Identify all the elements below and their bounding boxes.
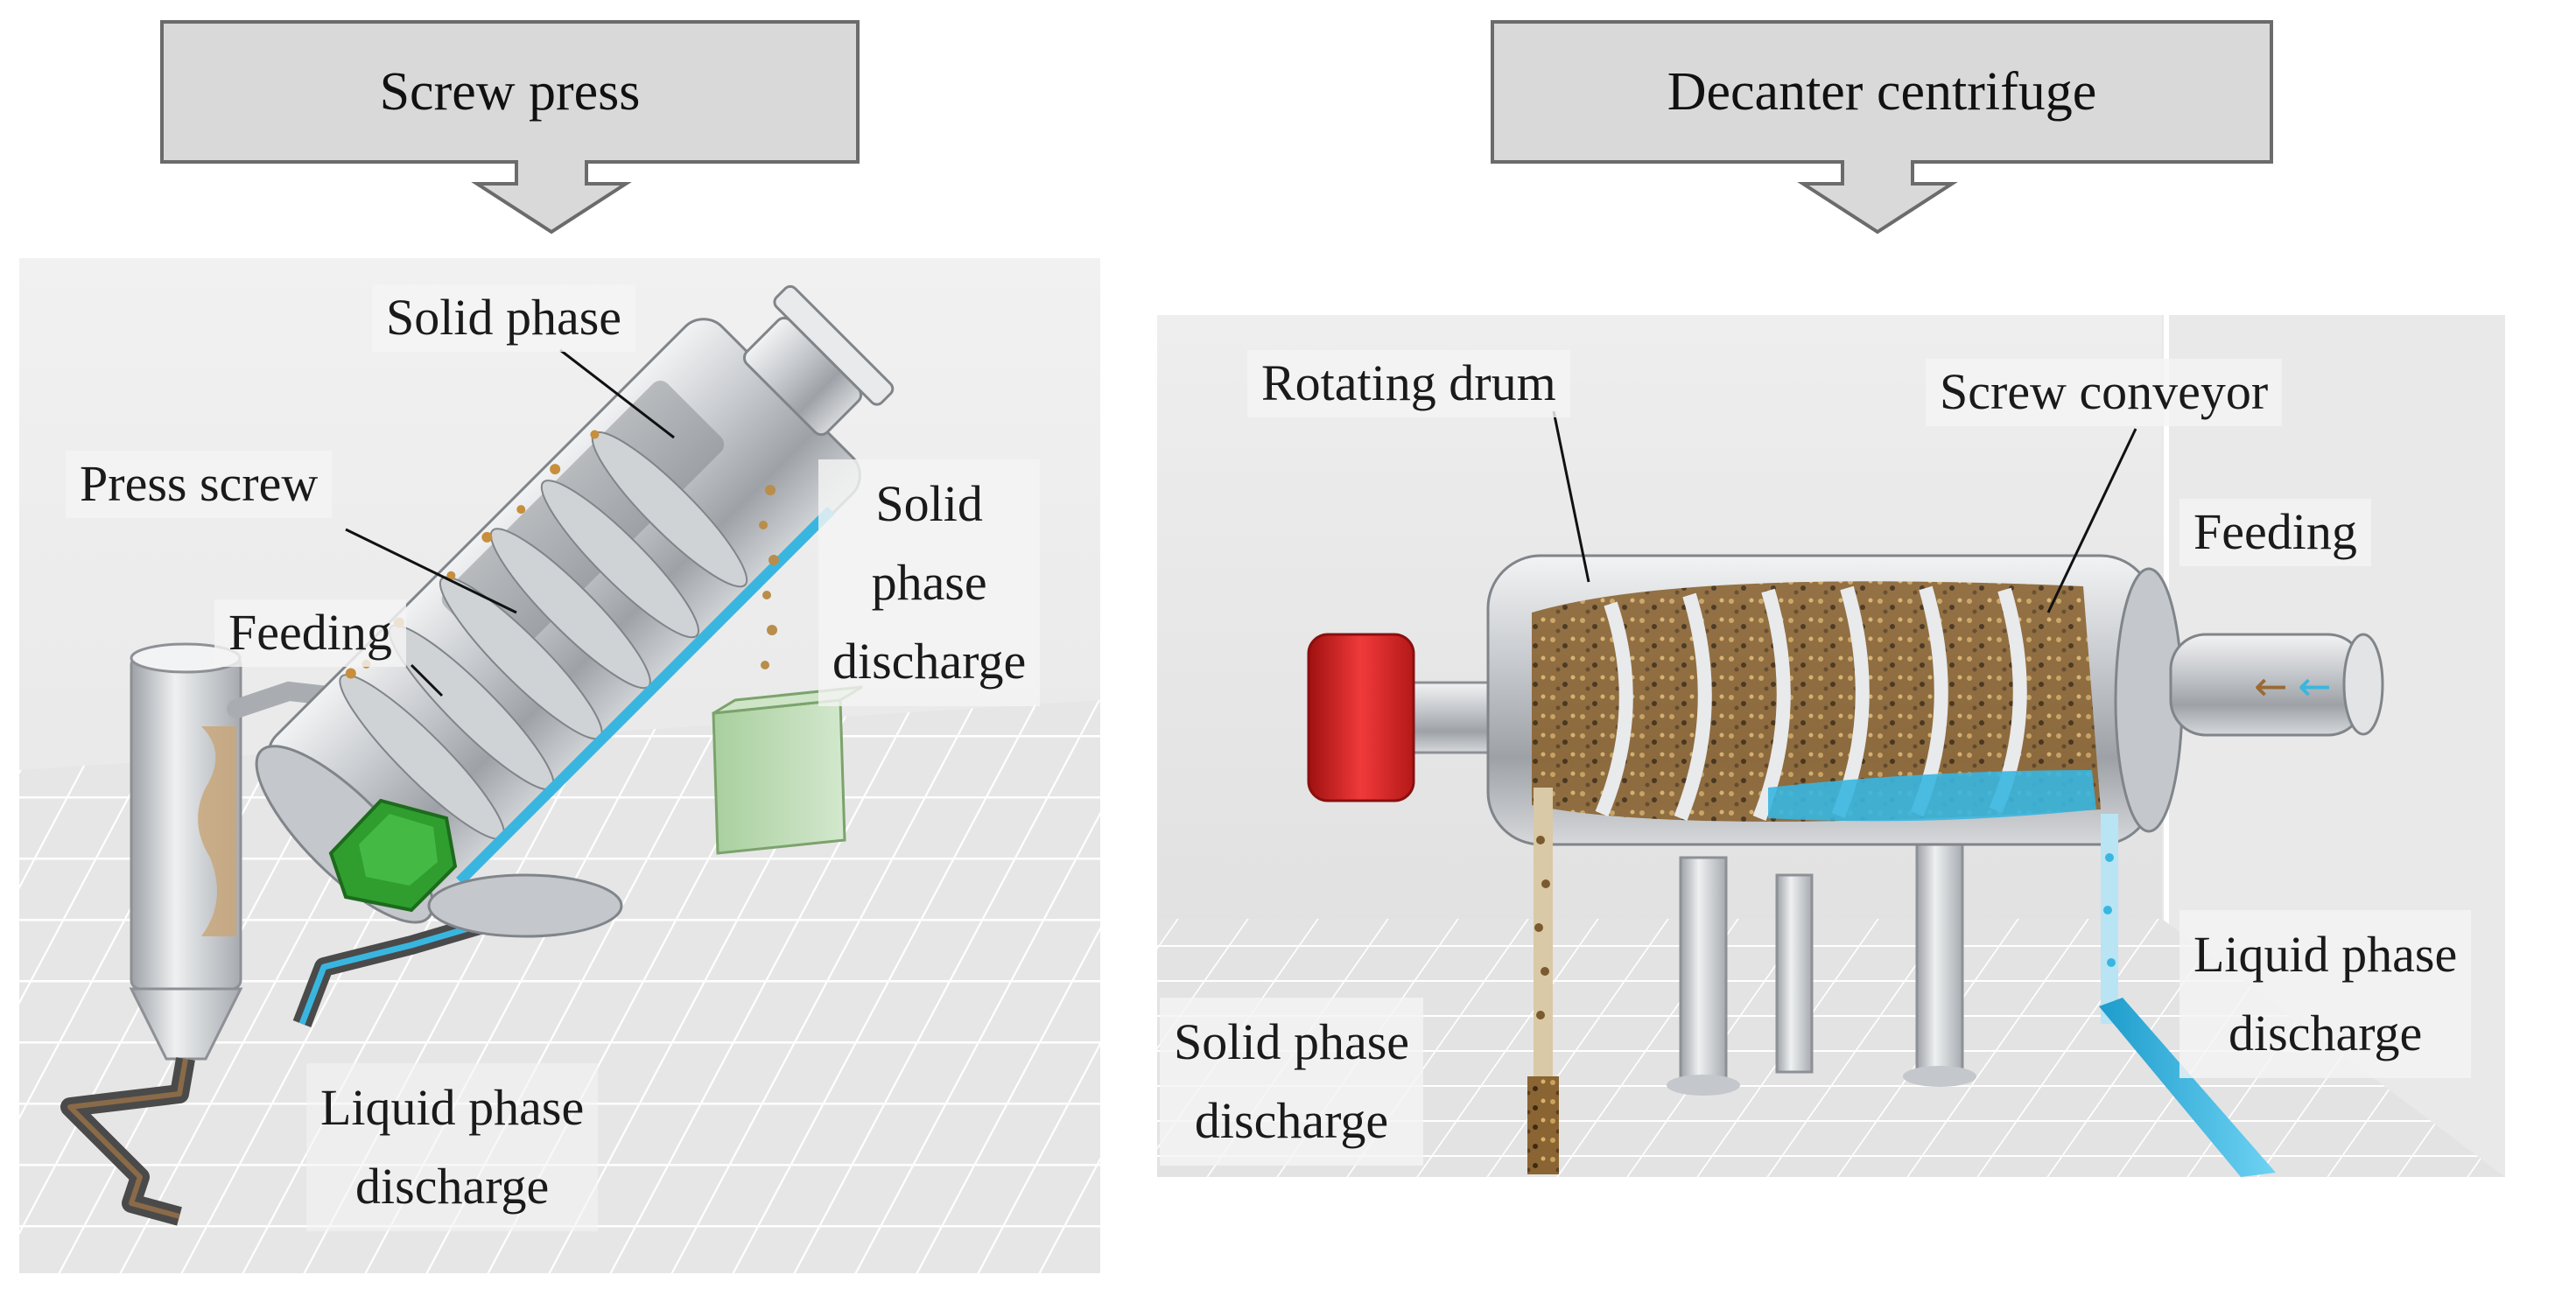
label-solid-phase-discharge-line3: discharge: [832, 632, 1027, 690]
solid-discharge-stream: [1527, 788, 1559, 1174]
decanter-panel: ← ←: [1157, 315, 2505, 1177]
header-screw-press: Screw press: [379, 61, 641, 122]
liquid-discharge-stream: [2099, 814, 2276, 1177]
label-feeding-left: Feeding: [214, 599, 406, 667]
label-rotating-drum: Rotating drum: [1247, 350, 1570, 417]
label-liquid-phase-discharge-left-line2: discharge: [355, 1157, 550, 1215]
header-callout-left: [160, 20, 860, 235]
label-solid-phase-discharge: Solid phase discharge: [818, 459, 1041, 706]
label-solid-phase-discharge-right-line1: Solid phase: [1174, 1013, 1410, 1070]
label-liquid-phase-discharge-right: Liquid phase discharge: [2179, 910, 2472, 1078]
label-solid-phase: Solid phase: [372, 284, 636, 352]
label-press-screw: Press screw: [66, 451, 333, 518]
feed-arrow-blue-icon: ←: [2298, 662, 2332, 710]
label-liquid-phase-discharge-left-line1: Liquid phase: [320, 1079, 585, 1136]
label-screw-conveyor: Screw conveyor: [1926, 359, 2283, 426]
label-solid-phase-discharge-right-line2: discharge: [1194, 1091, 1389, 1149]
press-screw-flights: [339, 431, 748, 840]
feed-arrow-brown-icon: ←: [2254, 662, 2288, 710]
feed-tube: ← ←: [2169, 633, 2384, 737]
solids-stream: [759, 485, 779, 704]
feed-tank: [129, 642, 377, 1061]
header-callout-right: [1491, 20, 2273, 235]
decanter-legs: [1667, 838, 1976, 1096]
rotating-drum: [1486, 554, 2184, 846]
label-solid-phase-discharge-line2: phase: [871, 553, 987, 611]
label-feeding-right: Feeding: [2179, 499, 2371, 566]
green-motor: [328, 798, 458, 913]
label-solid-phase-discharge-line1: Solid: [875, 475, 983, 532]
label-solid-phase-discharge-right: Solid phase discharge: [1160, 998, 1424, 1166]
label-liquid-phase-discharge-right-line1: Liquid phase: [2193, 926, 2458, 983]
screw-press-panel: [19, 258, 1100, 1273]
solids-bin: [712, 685, 863, 855]
label-liquid-phase-discharge-left: Liquid phase discharge: [306, 1063, 599, 1231]
label-liquid-phase-discharge-right-line2: discharge: [2229, 1004, 2423, 1061]
header-decanter-centrifuge: Decanter centrifuge: [1667, 61, 2097, 122]
screw-press-body: [255, 284, 895, 924]
leader-lines: [345, 348, 2137, 697]
